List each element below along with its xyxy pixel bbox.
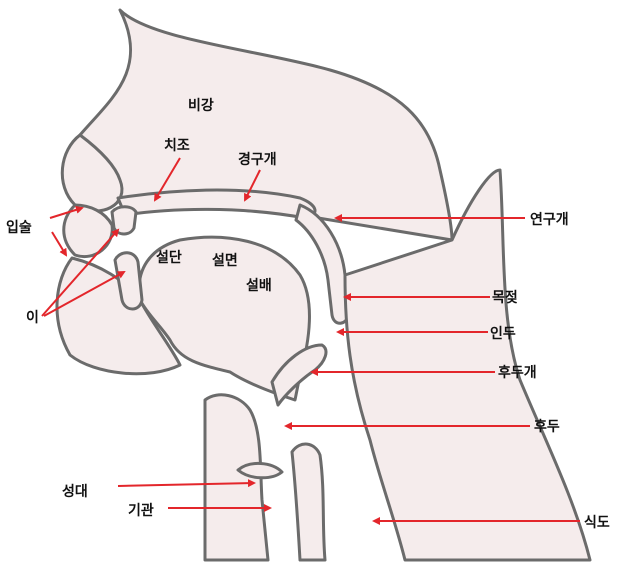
label-lips: 입술 (6, 220, 32, 236)
label-trachea: 기관 (128, 502, 154, 519)
label-tongue-tip: 설단 (156, 249, 182, 266)
label-tongue-back: 설배 (246, 278, 272, 294)
vocal-cords-shape (238, 463, 282, 477)
label-epiglottis: 후두개 (498, 365, 537, 381)
label-larynx: 후두 (534, 419, 560, 435)
label-nasal-cavity: 비강 (188, 97, 214, 114)
esophagus-tube (292, 444, 325, 560)
label-alveolar-ridge: 치조 (164, 138, 190, 154)
label-hard-palate: 경구개 (238, 151, 277, 168)
label-pharynx: 인두 (490, 325, 516, 342)
label-vocal-cords: 성대 (62, 484, 88, 500)
upper-lip (64, 205, 113, 257)
label-teeth: 이 (26, 309, 39, 326)
label-soft-palate: 연구개 (530, 212, 569, 228)
label-uvula: 목젖 (492, 289, 518, 306)
label-tongue-blade: 설면 (212, 252, 238, 269)
upper-tooth (112, 207, 136, 234)
label-esophagus: 식도 (584, 515, 610, 531)
hard-palate-band (118, 190, 315, 218)
head-cross-section (57, 10, 590, 560)
